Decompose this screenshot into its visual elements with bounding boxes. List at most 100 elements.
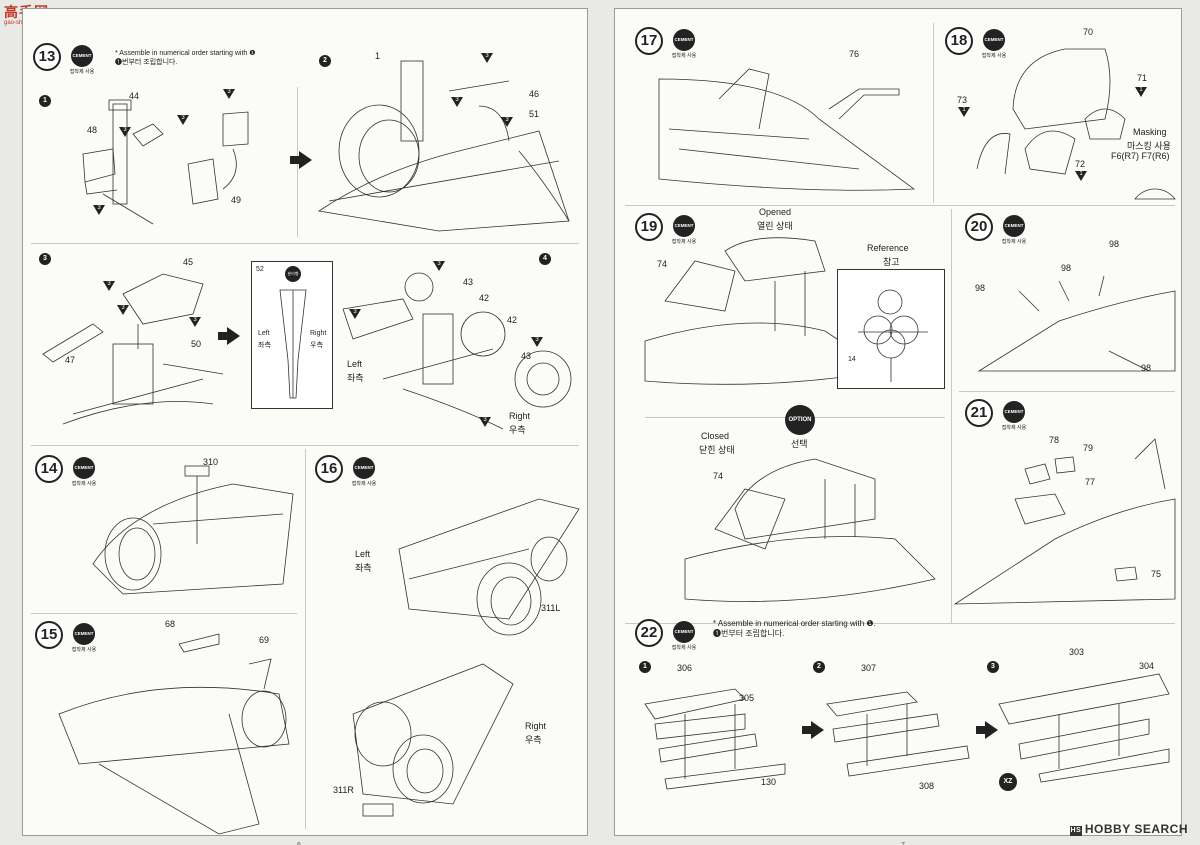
part-label: 311L bbox=[541, 603, 561, 613]
part-label: 310 bbox=[203, 457, 219, 467]
masking-codes: F6(R7) F7(R6) bbox=[1111, 151, 1170, 161]
option-badge: OPTION bbox=[785, 405, 815, 435]
part-label: 42 bbox=[479, 293, 490, 303]
part-label: 98 bbox=[975, 283, 986, 293]
part-label: 51 bbox=[529, 109, 540, 119]
closed-label-ko: 닫힌 상태 bbox=[699, 445, 735, 455]
part-label: 43 bbox=[521, 351, 532, 361]
next-arrow bbox=[976, 721, 998, 739]
closed-label: Closed bbox=[701, 431, 730, 441]
cement-marker: 3 bbox=[501, 117, 513, 127]
left-label-ko: 좌측 bbox=[347, 373, 364, 383]
cement-marker: 3 bbox=[93, 205, 105, 215]
option-label-ko: 선택 bbox=[791, 439, 808, 449]
cement-marker: 3 bbox=[117, 305, 129, 315]
part-label: 307 bbox=[861, 663, 877, 673]
part-label: 98 bbox=[1141, 363, 1152, 373]
part-label: 68 bbox=[165, 619, 176, 629]
part-label: 1 bbox=[375, 51, 381, 61]
left-label: Left bbox=[355, 549, 371, 559]
right-label-ko: 우측 bbox=[525, 735, 542, 745]
part-label: 69 bbox=[259, 635, 270, 645]
next-arrow bbox=[218, 327, 240, 345]
engine-nozzle-left-illustration bbox=[398, 498, 580, 636]
step-number-18: 18 bbox=[945, 27, 973, 55]
cement-marker: 3 bbox=[119, 127, 131, 137]
part-label: 71 bbox=[1137, 73, 1148, 83]
part-label: 44 bbox=[129, 91, 140, 101]
part-label: 76 bbox=[849, 49, 860, 59]
pylon-rack-step2-illustration bbox=[826, 691, 970, 777]
cement-marker: 3 bbox=[433, 261, 445, 271]
engine-nozzle-right-illustration bbox=[352, 663, 514, 817]
step-number-16: 16 bbox=[315, 455, 343, 483]
part-label: 47 bbox=[65, 355, 76, 365]
part-label: 304 bbox=[1139, 661, 1155, 671]
cement-marker: 3 bbox=[349, 309, 361, 319]
seat-assembly-illustration bbox=[82, 99, 249, 225]
cement-marker: 3 bbox=[223, 89, 235, 99]
reference-label: Reference bbox=[867, 243, 909, 253]
next-arrow bbox=[802, 721, 824, 739]
step-number-21: 21 bbox=[965, 399, 993, 427]
cement-marker: 3 bbox=[189, 317, 201, 327]
step-number-19: 19 bbox=[635, 213, 663, 241]
part-label: 78 bbox=[1049, 435, 1060, 445]
assembly-note: * Assemble in numerical order starting w… bbox=[115, 50, 256, 66]
part-label: 49 bbox=[231, 195, 242, 205]
sub-step-2: 2 bbox=[813, 661, 825, 673]
pylon-rack-step1-illustration bbox=[644, 688, 786, 790]
right-label-ko: 우측 bbox=[509, 425, 526, 435]
cement-marker-1: 1 bbox=[958, 107, 970, 117]
part-label: 98 bbox=[1061, 263, 1072, 273]
canopy-closed-illustration bbox=[684, 458, 936, 602]
reference-label-ko: 참고 bbox=[883, 257, 900, 267]
inset-part-52: 52 분리형 Left 좌측 Right 우측 bbox=[251, 261, 333, 409]
step-number-22: 22 bbox=[635, 619, 663, 647]
part-label: 46 bbox=[529, 89, 540, 99]
cockpit-17-illustration bbox=[658, 68, 916, 191]
part-label: 73 bbox=[957, 95, 968, 105]
cement-marker: 3 bbox=[481, 53, 493, 63]
next-arrow bbox=[290, 151, 312, 169]
cement-marker-1: 1 bbox=[1135, 87, 1147, 97]
page-number: 7 bbox=[901, 842, 905, 845]
fuselage-15-illustration bbox=[58, 633, 290, 835]
seat-final-install-illustration bbox=[342, 272, 572, 430]
part-label: 75 bbox=[1151, 569, 1162, 579]
part-label: 42 bbox=[507, 315, 518, 325]
sub-step-3: 3 bbox=[987, 661, 999, 673]
sub-step-4: 4 bbox=[539, 253, 551, 265]
part-label: 74 bbox=[657, 259, 668, 269]
cement-marker: 3 bbox=[177, 115, 189, 125]
part-label: 74 bbox=[713, 471, 724, 481]
part-label: 48 bbox=[87, 125, 98, 135]
part-label: 77 bbox=[1085, 477, 1096, 487]
step-number-13: 13 bbox=[33, 43, 61, 71]
right-label: Right bbox=[525, 721, 547, 731]
part-label: 79 bbox=[1083, 443, 1094, 453]
right-label: Right bbox=[509, 411, 531, 421]
part-label: 50 bbox=[191, 339, 202, 349]
masking-label-ko: 마스킹 사용 bbox=[1127, 141, 1171, 151]
cockpit-seat-install-illustration bbox=[317, 60, 570, 232]
step-number-17: 17 bbox=[635, 27, 663, 55]
part-label: 303 bbox=[1069, 647, 1085, 657]
masking-label: Masking bbox=[1133, 127, 1167, 137]
cement-marker: 3 bbox=[103, 281, 115, 291]
sub-step-1: 1 bbox=[39, 95, 51, 107]
cockpit-21-illustration bbox=[953, 438, 1176, 605]
part-label: 305 bbox=[739, 693, 755, 703]
sub-step-3: 3 bbox=[39, 253, 51, 265]
rear-fuselage-14-illustration bbox=[92, 465, 294, 595]
part-label: 311R bbox=[333, 785, 354, 795]
